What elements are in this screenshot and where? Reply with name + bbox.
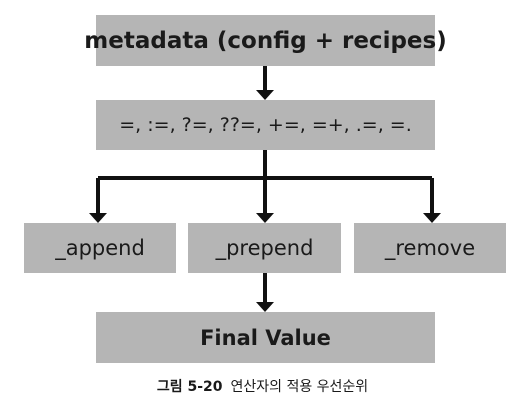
prepend-node-label: _prepend [215, 236, 314, 260]
figure-number: 그림 5-20 [156, 379, 223, 395]
figure-caption-text: 연산자의 적용 우선순위 [230, 379, 369, 395]
append-node-label: _append [55, 236, 145, 260]
arrowhead-append [89, 213, 107, 223]
final-value-node: Final Value [96, 312, 435, 363]
remove-node-label: _remove [384, 236, 476, 260]
arrowhead-remove [423, 213, 441, 223]
prepend-node: _prepend [188, 223, 341, 273]
final-value-node-label: Final Value [200, 325, 331, 350]
arrowhead-final [256, 302, 274, 312]
arrowhead-prepend [256, 213, 274, 223]
figure-caption: 그림 5-20 연산자의 적용 우선순위 [0, 376, 525, 396]
arrowhead-operators [256, 90, 274, 100]
metadata-node-label: metadata (config + recipes) [84, 27, 447, 54]
remove-node: _remove [354, 223, 506, 273]
append-node: _append [24, 223, 176, 273]
metadata-node: metadata (config + recipes) [84, 15, 447, 66]
operators-node-label: =, :=, ?=, ??=, +=, =+, .=, =. [119, 114, 412, 136]
operators-node: =, :=, ?=, ??=, +=, =+, .=, =. [96, 100, 435, 150]
